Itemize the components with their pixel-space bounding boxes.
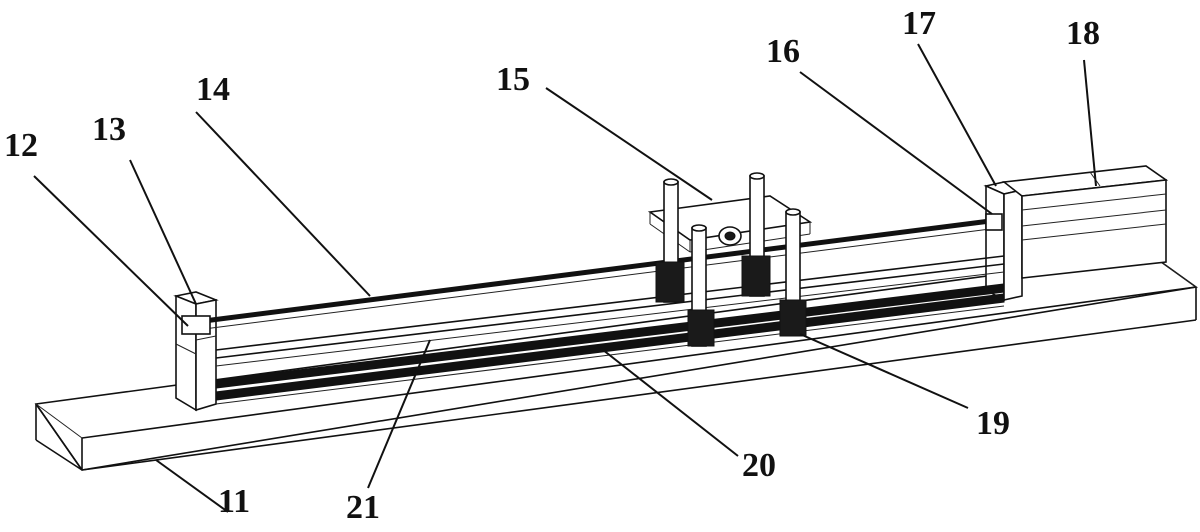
left-end-block — [173, 291, 219, 412]
leader-21 — [367, 339, 431, 489]
leader-17 — [917, 43, 997, 187]
guide-rod — [181, 213, 1003, 335]
label-21: 21 — [346, 489, 380, 526]
leader-18 — [1083, 59, 1097, 187]
label-13: 13 — [92, 111, 126, 148]
rod-end-right — [985, 213, 1003, 231]
leader-19 — [799, 333, 969, 409]
leader-lines — [33, 43, 1097, 513]
label-11: 11 — [218, 483, 250, 520]
label-19: 19 — [976, 405, 1010, 442]
part-labels: 11 12 13 14 15 16 17 18 19 20 21 — [4, 5, 1100, 526]
leader-12 — [33, 175, 189, 327]
leader-15 — [545, 87, 713, 201]
rod-end-left — [181, 315, 211, 335]
label-15: 15 — [496, 61, 530, 98]
label-17: 17 — [902, 5, 936, 42]
leader-11 — [155, 459, 229, 513]
label-16: 16 — [766, 33, 800, 70]
label-20: 20 — [742, 447, 776, 484]
vertical-posts — [655, 172, 807, 347]
label-18: 18 — [1066, 15, 1100, 52]
leader-14 — [195, 111, 371, 297]
label-14: 14 — [196, 71, 230, 108]
motor-housing — [1001, 165, 1169, 279]
leader-20 — [597, 345, 739, 457]
label-12: 12 — [4, 127, 38, 164]
leader-13 — [129, 159, 197, 305]
guide-rail — [215, 255, 1005, 367]
right-end-block — [983, 181, 1025, 302]
leader-16 — [799, 71, 993, 215]
